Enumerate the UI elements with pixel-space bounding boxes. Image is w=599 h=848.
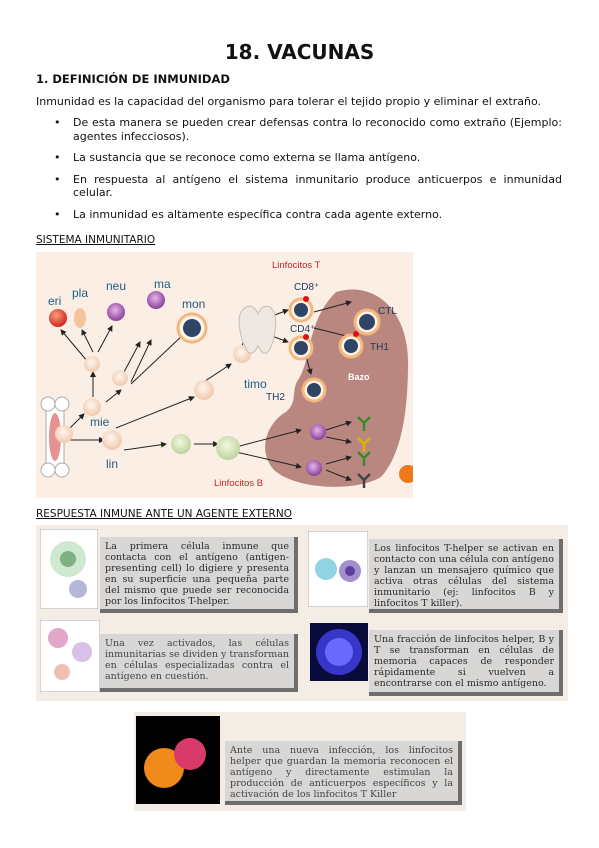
reinfection-image: [136, 716, 220, 804]
response-card-5: Ante una nueva infección, los linfocitos…: [225, 741, 462, 805]
list-item: En respuesta al antígeno el sistema inmu…: [36, 173, 562, 200]
antigen-presenting-cell-image: [40, 529, 98, 609]
section-heading: 1. DEFINICIÓN DE INMUNIDAD: [36, 72, 230, 86]
subheading-sistema: SISTEMA INMUNITARIO: [36, 234, 156, 246]
response-card-2: Los linfocitos T-helper se activan en co…: [369, 539, 563, 613]
cell-division-image: [40, 620, 100, 692]
label-pla: pla: [72, 286, 88, 300]
list-item: La sustancia que se reconoce como extern…: [36, 151, 562, 165]
label-bazo: Bazo: [348, 372, 370, 382]
label-ma: ma: [154, 277, 171, 291]
label-eri: eri: [48, 294, 61, 308]
label-linfocitos-b: Linfocitos B: [214, 478, 263, 489]
subheading-respuesta: RESPUESTA INMUNE ANTE UN AGENTE EXTERNO: [36, 508, 292, 520]
definition-bullets: De esta manera se pueden crear defensas …: [36, 116, 562, 229]
label-cd4: CD4⁺: [290, 324, 315, 335]
label-th2: TH2: [266, 392, 285, 403]
label-th1: TH1: [370, 342, 389, 353]
label-cd8: CD8⁺: [294, 282, 319, 293]
label-mon: mon: [182, 297, 205, 311]
list-item: La inmunidad es altamente específica con…: [36, 208, 562, 222]
label-lin: lin: [106, 457, 118, 471]
list-item: De esta manera se pueden crear defensas …: [36, 116, 562, 143]
label-neu: neu: [106, 279, 126, 293]
immune-system-diagram: eri pla neu ma mon mie lin timo Linfocit…: [36, 252, 413, 498]
response-card-4: Una fracción de linfocitos helper, B y T…: [369, 630, 563, 696]
label-linfocitos-t: Linfocitos T: [272, 260, 321, 271]
intro-paragraph: Inmunidad es la capacidad del organismo …: [36, 95, 542, 108]
page-title: 18. VACUNAS: [224, 40, 375, 64]
memory-cell-image: [310, 623, 368, 681]
thymus-icon: [238, 305, 277, 354]
response-card-3: Una vez activados, las células inmunitar…: [100, 634, 298, 692]
label-timo: timo: [244, 377, 267, 391]
label-ctl: CTL: [378, 306, 397, 317]
t-helper-activation-image: [308, 531, 368, 607]
response-card-1: La primera célula inmune que contacta co…: [100, 537, 298, 613]
label-mie: mie: [90, 415, 110, 429]
